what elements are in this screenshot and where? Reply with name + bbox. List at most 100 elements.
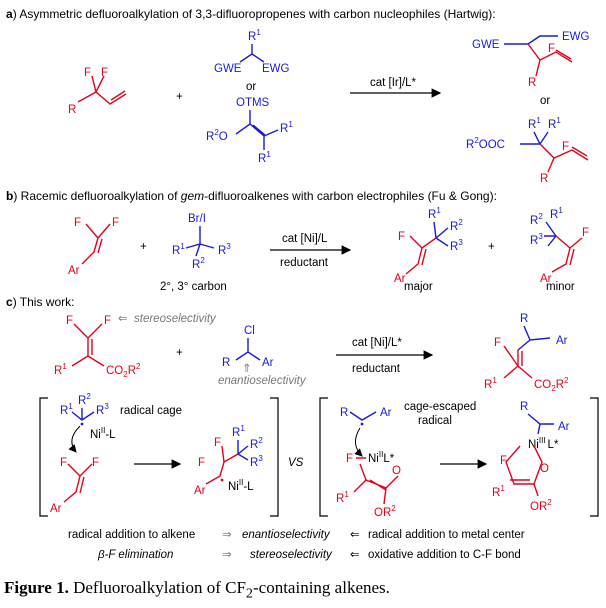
- prod2-r1b: R: [548, 119, 556, 131]
- nuc1-ewg: EWG: [262, 63, 290, 75]
- mr-p-r1-sup: 1: [500, 484, 505, 493]
- b-el-r1-sup: 1: [180, 242, 185, 251]
- ml-alk-f2: F: [92, 457, 99, 469]
- b-sub-f2: F: [112, 217, 119, 229]
- reaction-scheme: a) Asymmetric defluoroalkylation of 3,3-…: [6, 7, 599, 561]
- plus-c: +: [176, 347, 183, 359]
- ml-r2-sup: 2: [86, 392, 91, 401]
- c-sub-f1: F: [66, 315, 73, 327]
- carbon-note: 2°, 3° carbon: [160, 281, 227, 293]
- prod1-ewg: EWG: [562, 31, 590, 43]
- nuc2-o: O: [219, 131, 228, 143]
- prod2-ooc: OOC: [479, 139, 505, 151]
- section-b-title-post: -difluoroalkenes with carbon electrophil…: [204, 189, 497, 203]
- svg-text:R1: R1: [528, 116, 541, 131]
- svg-text:R1: R1: [492, 484, 505, 499]
- mr-p-ni: Ni: [528, 439, 539, 451]
- cage-escaped-2: radical: [418, 415, 452, 427]
- mr-p-f: F: [500, 455, 507, 467]
- prod2-r1a: R: [528, 119, 536, 131]
- cage-escaped-radical: R Ar cage-escaped radical: [340, 401, 476, 457]
- svg-text:OR2: OR2: [530, 498, 552, 513]
- stereo-note: stereoselectivity: [134, 313, 217, 325]
- nuc2-r-sup: 2: [214, 128, 219, 137]
- maj-r2-sup: 2: [458, 218, 463, 227]
- maj-ar: Ar: [394, 273, 406, 285]
- b-el-r2-sup: 2: [200, 256, 205, 265]
- svg-text:R1: R1: [258, 150, 271, 165]
- implied-by-icon-2: ⇐: [350, 549, 360, 561]
- section-b-title-italic: gem: [181, 189, 204, 203]
- prod1-gwe: GWE: [472, 39, 500, 51]
- right-bracket-open: [319, 397, 328, 517]
- gem-difluoroalkene: F F Ar: [68, 217, 119, 277]
- ml-ni: Ni: [90, 429, 101, 441]
- ml-int-r1-sup: 1: [240, 424, 245, 433]
- svg-text:R1: R1: [484, 376, 497, 391]
- cage-label: radical cage: [120, 405, 182, 417]
- implies-icon: ⇒: [222, 529, 232, 541]
- svg-text:R3: R3: [250, 454, 263, 469]
- prod2-r: R: [540, 173, 548, 185]
- c-sub-f2: F: [104, 315, 111, 327]
- minor-product: R2 R1 R3 F Ar: [530, 206, 589, 285]
- mr-p-or-sup: 2: [547, 498, 552, 507]
- nuc1-gwe: GWE: [214, 63, 242, 75]
- left-intermediate: R1 R2 R3 F F Ar NiII-L: [194, 424, 263, 497]
- ml-ni-l: -L: [105, 429, 116, 441]
- svg-text:R2OOC: R2OOC: [466, 136, 505, 151]
- cage-escaped-1: cage-escaped: [404, 401, 476, 413]
- svg-text:R1: R1: [172, 242, 185, 257]
- mr-ni-sup: II: [379, 450, 383, 459]
- min-r3: R: [530, 235, 538, 247]
- caption-text-post: -containing alkenes.: [253, 578, 390, 597]
- svg-text:⇑: ⇑: [242, 363, 252, 375]
- mr-c-r1: R: [336, 493, 344, 505]
- major-product: R1 R2 R3 F Ar: [394, 206, 463, 285]
- svg-text:R2: R2: [192, 256, 205, 271]
- substrate-f1: F: [84, 67, 91, 79]
- left-alkene: F F Ar: [50, 457, 99, 515]
- implies-icon-2: ⇒: [222, 549, 232, 561]
- ml-int-f1: F: [198, 457, 205, 469]
- or-1: or: [246, 81, 256, 93]
- right-bracket-close: [590, 397, 599, 517]
- malonate-nucleophile: R1 GWE EWG: [214, 28, 290, 75]
- svg-text:R3: R3: [450, 238, 463, 253]
- nuc2-r: R: [206, 131, 214, 143]
- section-b-title-pre: ) Racemic defluoroalkylation of: [13, 189, 180, 203]
- summary-r1-mid: enantioselectivity: [242, 529, 331, 541]
- benzylic-chloride: Cl R Ar ⇑ enantioselectivity: [218, 325, 307, 387]
- mr-p-or: OR: [530, 501, 547, 513]
- section-b-header: b) Racemic defluoroalkylation of gem-dif…: [6, 189, 497, 203]
- prod-c-ar: Ar: [556, 335, 568, 347]
- section-b-letter: b: [6, 189, 13, 203]
- radical-cage-complex: R1 R2 R3 radical cage NiII-L: [60, 392, 182, 453]
- summary-r2-mid: stereoselectivity: [250, 549, 333, 561]
- ml-r3-sup: 3: [104, 402, 109, 411]
- svg-text:R3: R3: [530, 232, 543, 247]
- summary-r1-right: radical addition to metal center: [368, 529, 525, 541]
- prod-c-f: F: [494, 337, 501, 349]
- prod1-r: R: [528, 77, 536, 89]
- ml-int-ni-sup: II: [239, 478, 243, 487]
- mr-ni: Ni: [368, 453, 379, 465]
- section-c-letter: c: [6, 295, 13, 309]
- mr-p-r1: R: [492, 487, 500, 499]
- b-el-r3: R: [218, 245, 226, 257]
- ml-int-r1: R: [232, 427, 240, 439]
- mr-c-o: O: [392, 465, 401, 477]
- min-r2: R: [530, 215, 538, 227]
- maj-r2: R: [450, 221, 458, 233]
- plus-a: +: [176, 91, 183, 103]
- substrate-r: R: [68, 104, 76, 116]
- c-sub-r1: R: [54, 365, 62, 377]
- implied-by-icon: ⇐: [350, 529, 360, 541]
- c-sub-ester-r: R: [128, 365, 136, 377]
- difluoroacrylate: F F R1 CO2R2: [54, 315, 141, 379]
- conditions-b-bottom: reductant: [280, 257, 329, 269]
- ml-r1-sup: 1: [68, 402, 73, 411]
- or-2: or: [540, 95, 550, 107]
- mr-c-or: OR: [374, 507, 391, 519]
- svg-text:R1: R1: [248, 28, 261, 43]
